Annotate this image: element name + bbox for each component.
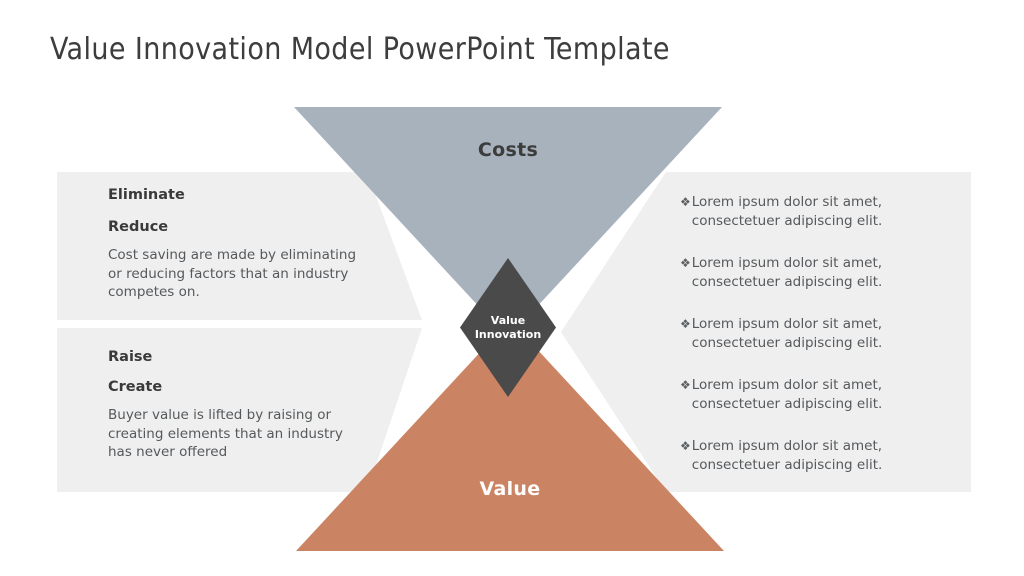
list-item-text: Lorem ipsum dolor sit amet, consectetuer… — [691, 316, 883, 351]
heading-raise: Raise — [108, 349, 153, 365]
list-item: ❖Lorem ipsum dolor sit amet, consectetue… — [680, 315, 942, 353]
list-item-text: Lorem ipsum dolor sit amet, consectetuer… — [691, 255, 883, 290]
list-item-text: Lorem ipsum dolor sit amet, consectetuer… — [691, 438, 883, 473]
page-title: Value Innovation Model PowerPoint Templa… — [50, 32, 670, 67]
heading-create: Create — [108, 379, 163, 395]
list-item: ❖Lorem ipsum dolor sit amet, consectetue… — [680, 254, 942, 292]
value-label: Value — [479, 478, 541, 500]
eliminate-reduce-text: Eliminate Reduce Cost saving are made by… — [108, 186, 358, 302]
raise-create-text: Raise Create Buyer value is lifted by ra… — [108, 348, 366, 462]
list-item: ❖Lorem ipsum dolor sit amet, consectetue… — [680, 193, 942, 231]
diamond-bullet-icon: ❖ — [680, 317, 691, 331]
heading-reduce: Reduce — [108, 219, 169, 235]
body-raise-create: Buyer value is lifted by raising or crea… — [108, 407, 343, 460]
list-item-text: Lorem ipsum dolor sit amet, consectetuer… — [691, 377, 883, 412]
costs-label: Costs — [477, 139, 539, 161]
value-innovation-line-1: Value — [490, 313, 526, 327]
heading-eliminate: Eliminate — [108, 187, 185, 203]
value-innovation-label: Value Innovation — [475, 314, 541, 342]
diamond-bullet-icon: ❖ — [680, 378, 691, 392]
panel-eliminate-reduce — [57, 172, 422, 320]
list-item: ❖Lorem ipsum dolor sit amet, consectetue… — [680, 437, 942, 475]
diamond-bullet-icon: ❖ — [680, 439, 691, 453]
diamond-bullet-icon: ❖ — [680, 256, 691, 270]
bullet-list: ❖Lorem ipsum dolor sit amet, consectetue… — [680, 193, 942, 475]
body-eliminate-reduce: Cost saving are made by eliminating or r… — [108, 247, 357, 300]
value-innovation-line-2: Innovation — [474, 327, 542, 341]
list-item-text: Lorem ipsum dolor sit amet, consectetuer… — [691, 194, 883, 229]
list-item: ❖Lorem ipsum dolor sit amet, consectetue… — [680, 376, 942, 414]
diamond-bullet-icon: ❖ — [680, 195, 691, 209]
panel-raise-create — [57, 328, 422, 492]
